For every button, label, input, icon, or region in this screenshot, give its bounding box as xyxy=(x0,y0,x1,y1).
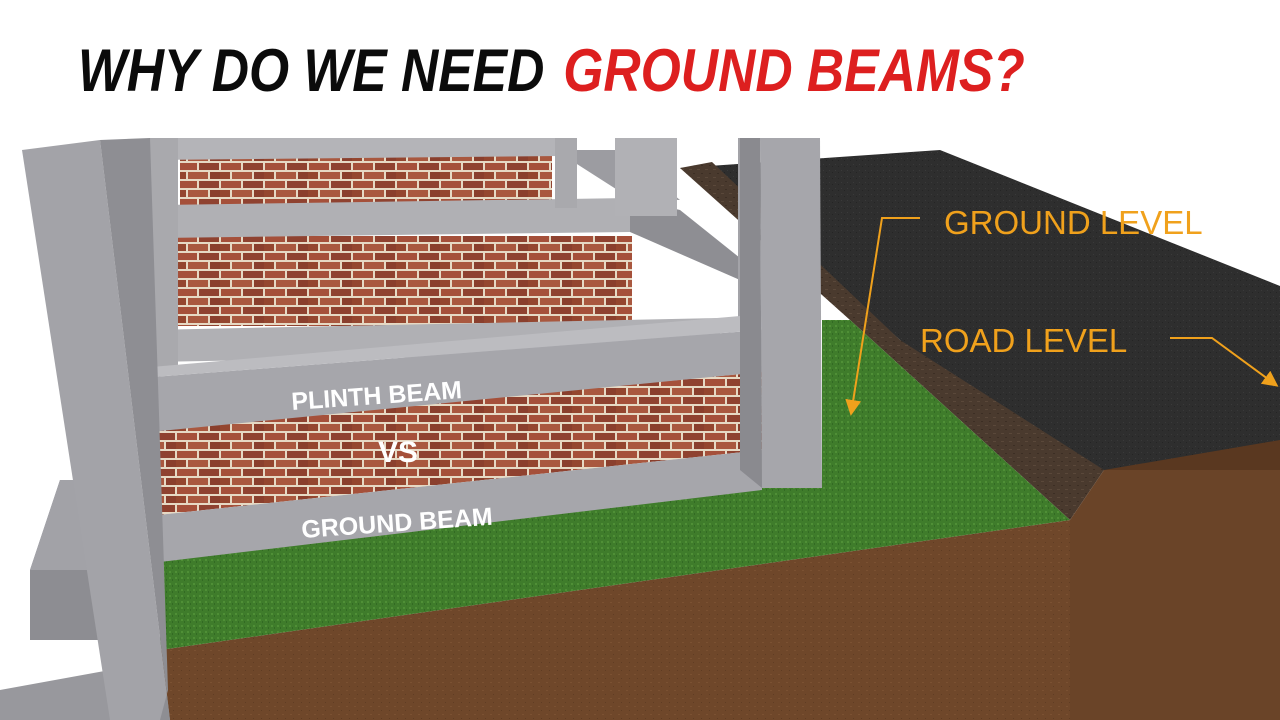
back-brick-wall-mid xyxy=(172,236,632,326)
road-soil-face xyxy=(1070,470,1280,720)
ground-slab-left xyxy=(0,670,110,720)
front-column-right xyxy=(760,138,822,488)
road-level-arrow xyxy=(1170,337,1279,387)
ground-level-arrow xyxy=(845,217,920,416)
side-beam-right-upper xyxy=(630,198,740,280)
back-beam-upper xyxy=(160,198,630,238)
title-part-2: GROUND BEAMS? xyxy=(563,36,1025,104)
front-column-left-face xyxy=(100,138,170,720)
road-soil-edge xyxy=(1104,440,1280,470)
ground-level-label: GROUND LEVEL xyxy=(944,204,1203,241)
back-beam-top xyxy=(150,138,560,160)
road-surface xyxy=(680,150,1280,720)
ground-beam xyxy=(158,450,762,562)
front-column-left xyxy=(22,140,170,720)
road-level-label: ROAD LEVEL xyxy=(920,322,1127,359)
page-title: WHY DO WE NEED GROUND BEAMS? xyxy=(78,30,1025,110)
plinth-beam-top xyxy=(140,316,762,378)
back-column-2 xyxy=(555,138,577,208)
vs-label: VS xyxy=(378,436,418,469)
plinth-beam xyxy=(140,330,762,432)
title-part-1: WHY DO WE NEED xyxy=(78,36,545,104)
front-column-right-side xyxy=(740,138,762,488)
soil-block xyxy=(160,520,1070,720)
back-column-3 xyxy=(615,138,677,216)
front-brick-wall xyxy=(150,372,762,515)
grass-ground xyxy=(160,320,1070,650)
